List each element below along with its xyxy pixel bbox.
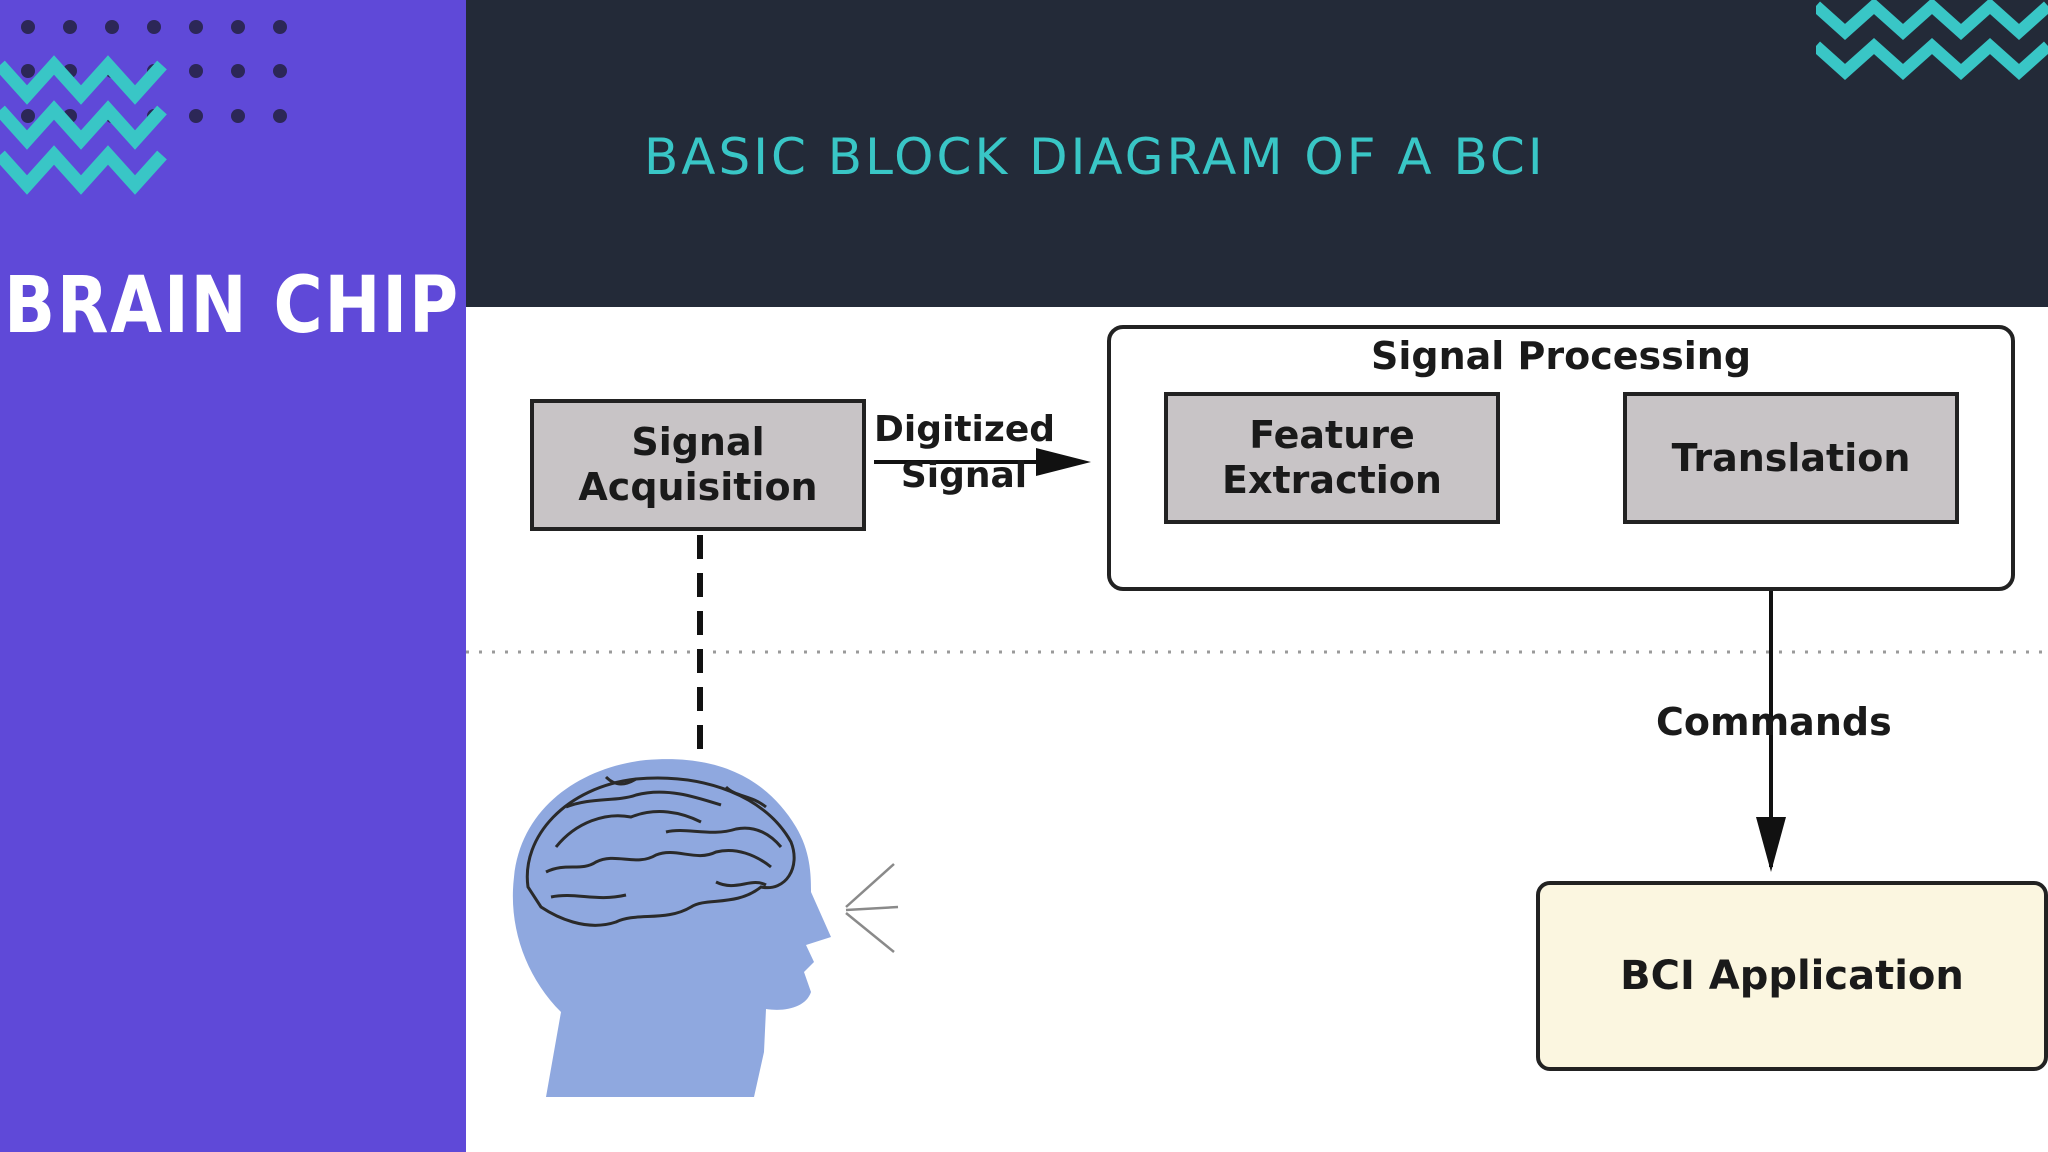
bci-application-label: BCI Application	[1620, 953, 1964, 999]
zigzag-decoration-right	[1816, 0, 2048, 81]
commands-label: Commands	[1656, 700, 1892, 744]
bci-block-diagram: Signal Acquisition Digitized Signal Sign…	[466, 307, 2048, 1152]
bci-application-box: BCI Application	[1536, 881, 2048, 1071]
digitized-arrowhead	[1036, 448, 1091, 476]
header-banner: BASIC BLOCK DIAGRAM OF A BCI	[466, 0, 2048, 307]
sidebar: BRAIN CHIP INTERFACE	[0, 0, 466, 1152]
feature-extraction-box: Feature Extraction	[1164, 392, 1500, 524]
sidebar-title: BRAIN CHIP INTERFACE	[4, 261, 466, 351]
signal-processing-label: Signal Processing	[1370, 334, 1752, 378]
signal-acquisition-box: Signal Acquisition	[530, 399, 866, 531]
translation-box: Translation	[1623, 392, 1959, 524]
page-title: BASIC BLOCK DIAGRAM OF A BCI	[644, 128, 1546, 186]
digitized-signal-label: Digitized Signal	[874, 409, 1056, 496]
translation-label: Translation	[1671, 435, 1911, 480]
head-illustration	[512, 759, 899, 1097]
signal-acquisition-label: Signal Acquisition	[578, 420, 818, 509]
feature-extraction-label: Feature Extraction	[1222, 413, 1442, 502]
zigzag-decoration-left	[0, 55, 167, 195]
